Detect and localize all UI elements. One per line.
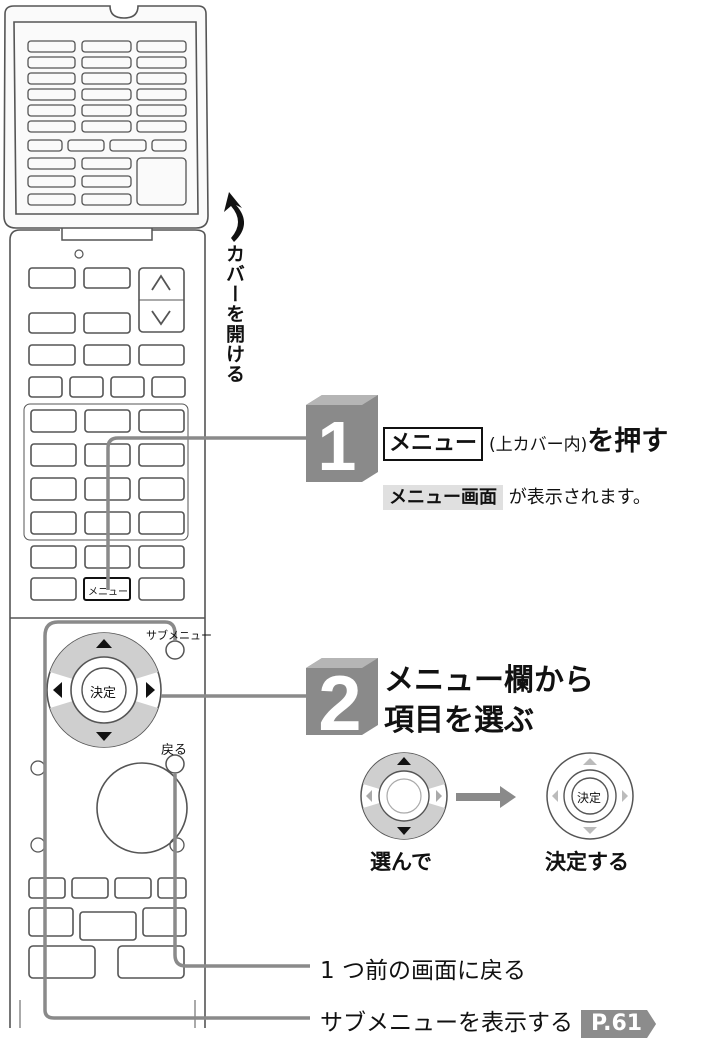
leader-lines bbox=[43, 436, 310, 1020]
step2-center-label: 決定 bbox=[577, 791, 602, 805]
submenu-description-row: サブメニューを表示する P.61 bbox=[320, 1003, 657, 1038]
step1-instruction: メニュー(上カバー内)を押す bbox=[383, 419, 668, 461]
step2-line1: メニュー欄から bbox=[384, 663, 594, 698]
step2-line2: 項目を選ぶ bbox=[384, 703, 534, 738]
step1-number: 1 bbox=[318, 407, 357, 485]
step1-action: を押す bbox=[587, 426, 669, 457]
remote-back-button bbox=[165, 754, 185, 774]
cover-button-grid bbox=[27, 40, 187, 206]
dpad-select-diagram bbox=[360, 752, 448, 840]
cover-open-label: カバーを開ける bbox=[223, 244, 245, 384]
page-reference-link[interactable]: P.61 bbox=[581, 1010, 657, 1038]
step2-number: 2 bbox=[318, 659, 361, 747]
caption-confirm: 決定する bbox=[545, 850, 629, 874]
remote-center-label: 決定 bbox=[90, 686, 117, 701]
remote-submenu-button bbox=[165, 640, 185, 660]
remote-dpad bbox=[46, 632, 162, 748]
cover-open-arrow bbox=[224, 192, 245, 242]
menu-button-label: メニュー bbox=[383, 427, 484, 461]
step1-paren: (上カバー内) bbox=[489, 435, 588, 455]
step1-badge: 1 bbox=[306, 395, 378, 485]
remote-body bbox=[9, 229, 206, 1028]
cover-hinge bbox=[61, 228, 153, 241]
dpad-confirm-diagram bbox=[546, 752, 634, 840]
submenu-description: サブメニューを表示する bbox=[320, 1010, 573, 1036]
back-button-description: 1 つ前の画面に戻る bbox=[320, 958, 526, 984]
caption-select: 選んで bbox=[370, 850, 432, 874]
transition-arrow-icon bbox=[456, 786, 516, 808]
remote-upper-cover bbox=[3, 5, 209, 229]
step1-result-text: が表示されます。 bbox=[508, 487, 651, 508]
remote-submenu-label: サブメニュー bbox=[146, 629, 212, 642]
remote-back-label: 戻る bbox=[161, 743, 188, 758]
step1-result: メニュー画面 が表示されます。 bbox=[383, 483, 651, 510]
remote-menu-label: メニュー bbox=[88, 587, 128, 598]
menu-screen-highlight: メニュー画面 bbox=[383, 485, 503, 510]
step2-badge: 2 bbox=[306, 658, 378, 747]
